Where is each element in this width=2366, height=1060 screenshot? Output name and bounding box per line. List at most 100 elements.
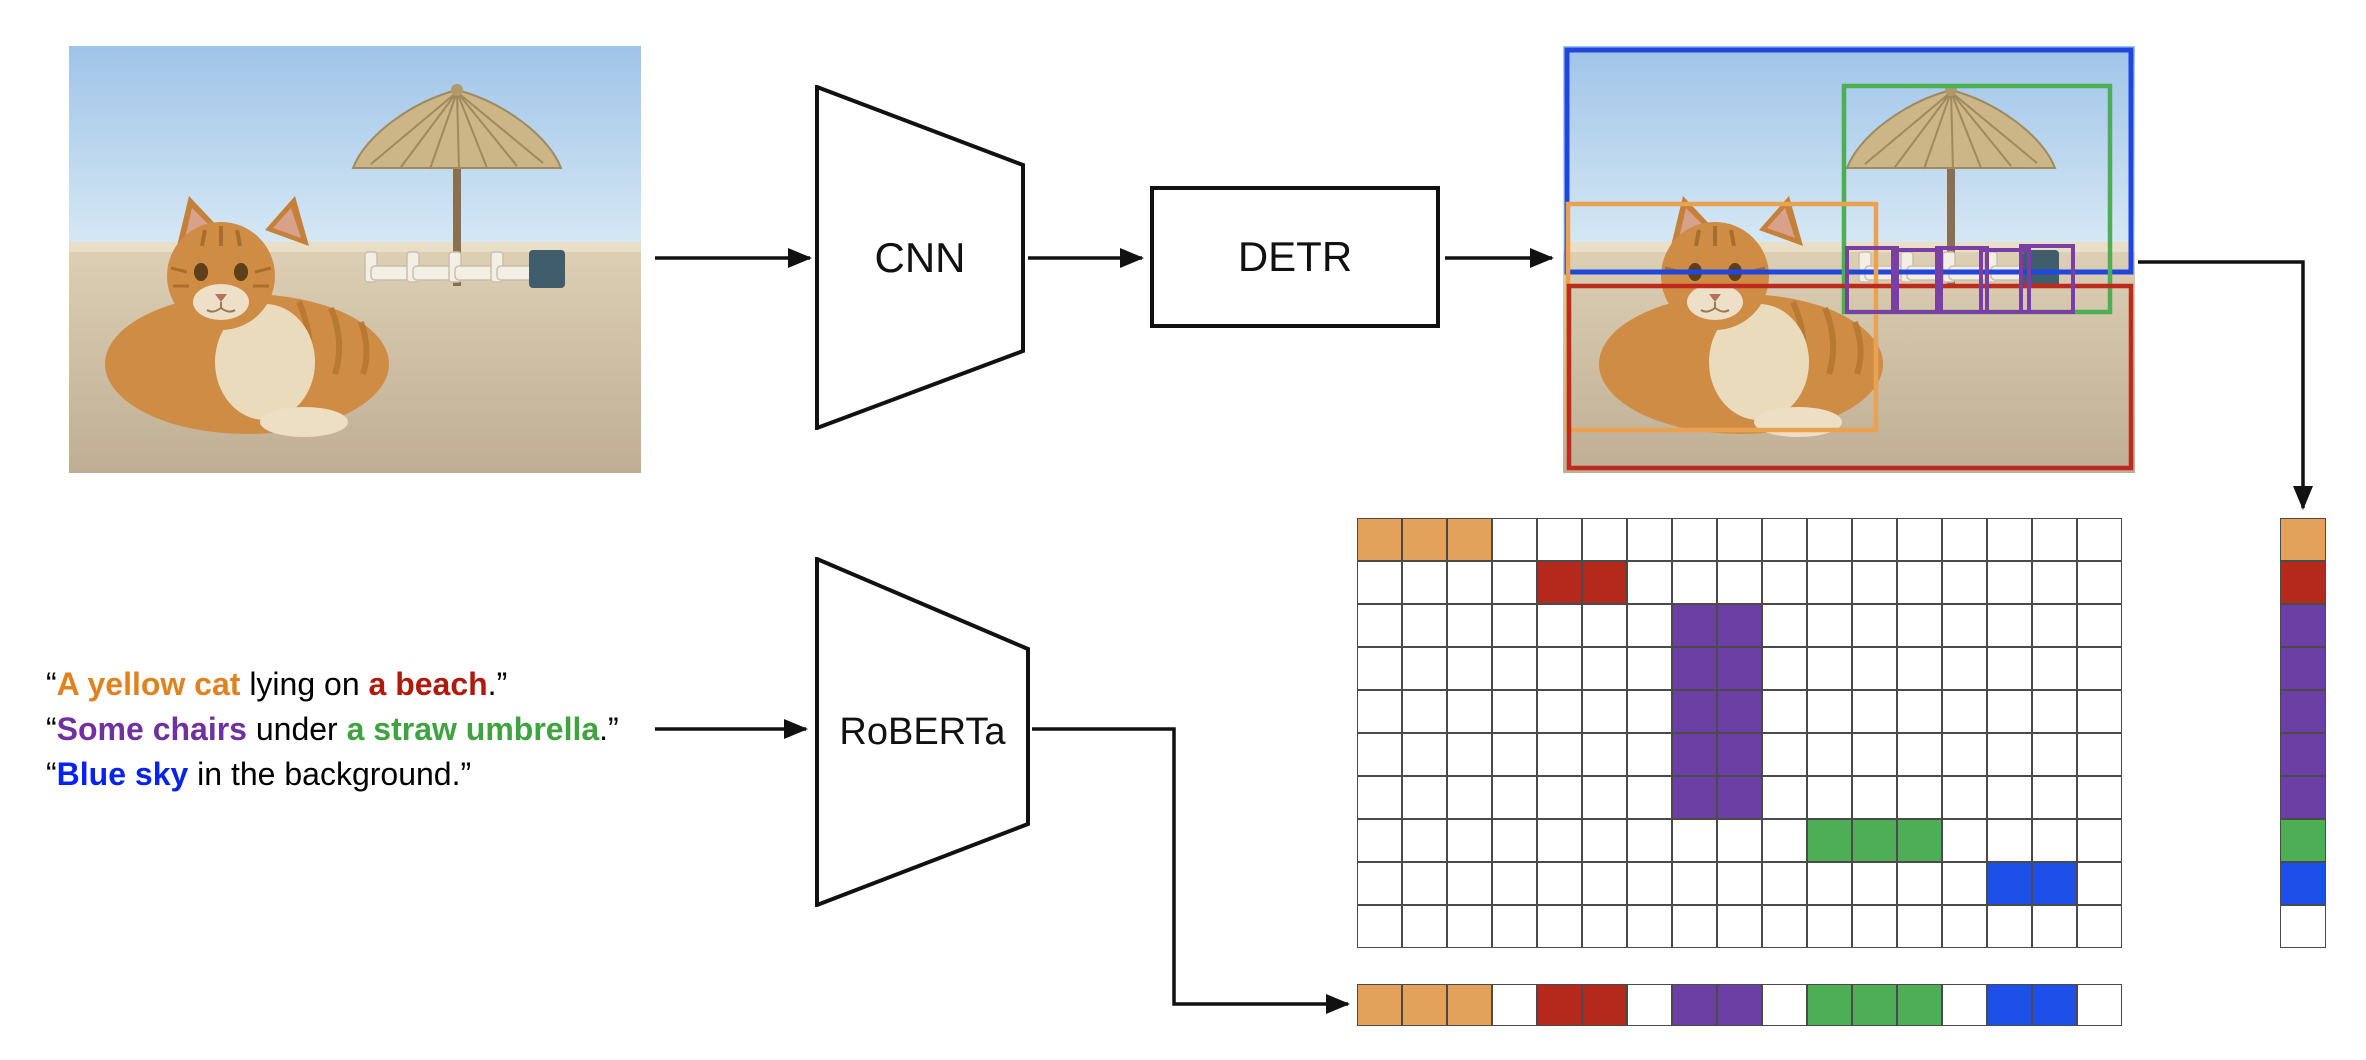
grid-cell xyxy=(1357,776,1402,819)
token-alignment-matrix xyxy=(1357,518,2122,948)
grid-cell xyxy=(1942,984,1987,1026)
grid-cell xyxy=(1717,862,1762,905)
grid-cell xyxy=(1762,518,1807,561)
grid-cell xyxy=(1987,733,2032,776)
grid-cell xyxy=(1357,604,1402,647)
grid-cell xyxy=(1582,862,1627,905)
grid-cell xyxy=(1852,862,1897,905)
grid-cell xyxy=(1717,647,1762,690)
grid-cell xyxy=(1492,690,1537,733)
query-color-column xyxy=(2280,518,2326,948)
grid-cell xyxy=(1627,561,1672,604)
grid-cell xyxy=(2280,862,2326,905)
grid-cell xyxy=(1762,647,1807,690)
grid-cell xyxy=(2077,733,2122,776)
grid-cell xyxy=(1852,647,1897,690)
grid-cell xyxy=(1672,862,1717,905)
grid-cell xyxy=(1672,905,1717,948)
grid-cell xyxy=(1402,604,1447,647)
grid-cell xyxy=(1807,733,1852,776)
grid-cell xyxy=(2032,862,2077,905)
grid-cell xyxy=(1357,862,1402,905)
grid-cell xyxy=(1942,905,1987,948)
grid-cell xyxy=(1537,984,1582,1026)
grid-cell xyxy=(2032,647,2077,690)
caption-text: “ xyxy=(46,711,57,747)
grid-cell xyxy=(1942,776,1987,819)
grid-cell xyxy=(1807,518,1852,561)
grid-cell xyxy=(1402,776,1447,819)
grid-cell xyxy=(2280,561,2326,604)
grid-cell xyxy=(1402,905,1447,948)
grid-cell xyxy=(1447,819,1492,862)
grid-cell xyxy=(2032,733,2077,776)
grid-cell xyxy=(1627,604,1672,647)
detr-label: DETR xyxy=(1237,233,1353,280)
grid-cell xyxy=(1987,905,2032,948)
grid-cell xyxy=(1852,905,1897,948)
grid-cell xyxy=(2032,604,2077,647)
grid-cell xyxy=(1852,561,1897,604)
grid-cell xyxy=(2280,733,2326,776)
grid-cell xyxy=(1357,690,1402,733)
grid-cell xyxy=(1627,518,1672,561)
grid-cell xyxy=(2032,776,2077,819)
caption-phrase: A yellow cat xyxy=(56,666,241,702)
grid-cell xyxy=(1852,690,1897,733)
grid-cell xyxy=(1987,984,2032,1026)
grid-cell xyxy=(1762,862,1807,905)
caption-phrase: Some chairs xyxy=(56,711,247,747)
cnn-label: CNN xyxy=(874,233,966,281)
grid-cell xyxy=(1627,690,1672,733)
input-beach-photo xyxy=(69,46,641,473)
grid-cell xyxy=(2032,690,2077,733)
grid-cell xyxy=(1852,984,1897,1026)
arrow-boxes-to-query-column xyxy=(2138,260,2313,510)
grid-cell xyxy=(2077,690,2122,733)
grid-cell xyxy=(1357,733,1402,776)
grid-cell xyxy=(1672,733,1717,776)
grid-cell xyxy=(2077,561,2122,604)
grid-cell xyxy=(1447,905,1492,948)
grid-cell xyxy=(1987,690,2032,733)
grid-cell xyxy=(1717,819,1762,862)
grid-cell xyxy=(1942,561,1987,604)
grid-cell xyxy=(1402,733,1447,776)
grid-cell xyxy=(1852,776,1897,819)
grid-cell xyxy=(1987,776,2032,819)
grid-cell xyxy=(1762,984,1807,1026)
detr-block: DETR xyxy=(1150,186,1440,328)
caption-text: under xyxy=(246,711,347,747)
grid-cell xyxy=(1492,819,1537,862)
grid-cell xyxy=(1987,518,2032,561)
grid-cell xyxy=(2077,862,2122,905)
grid-cell xyxy=(1357,561,1402,604)
grid-cell xyxy=(1807,647,1852,690)
grid-cell xyxy=(1897,733,1942,776)
roberta-trapezoid-shape xyxy=(815,555,1030,908)
grid-cell xyxy=(1672,561,1717,604)
grid-cell xyxy=(1627,905,1672,948)
grid-cell xyxy=(1537,561,1582,604)
grid-cell xyxy=(1762,690,1807,733)
grid-cell xyxy=(1897,518,1942,561)
caption-line-3: “Blue sky in the background.” xyxy=(46,752,619,797)
grid-cell xyxy=(1357,819,1402,862)
grid-cell xyxy=(2077,776,2122,819)
grid-cell xyxy=(1537,604,1582,647)
grid-cell xyxy=(1627,984,1672,1026)
grid-cell xyxy=(1762,604,1807,647)
grid-cell xyxy=(1402,647,1447,690)
grid-cell xyxy=(1357,984,1402,1026)
grid-cell xyxy=(1537,690,1582,733)
caption-text: “ xyxy=(46,756,57,792)
grid-cell xyxy=(1582,984,1627,1026)
grid-cell xyxy=(1582,690,1627,733)
grid-cell xyxy=(2280,776,2326,819)
grid-cell xyxy=(2032,518,2077,561)
caption-lines: “A yellow cat lying on a beach.”“Some ch… xyxy=(46,662,619,797)
grid-cell xyxy=(1492,862,1537,905)
grid-cell xyxy=(1807,862,1852,905)
grid-cell xyxy=(1762,819,1807,862)
grid-cell xyxy=(1447,518,1492,561)
